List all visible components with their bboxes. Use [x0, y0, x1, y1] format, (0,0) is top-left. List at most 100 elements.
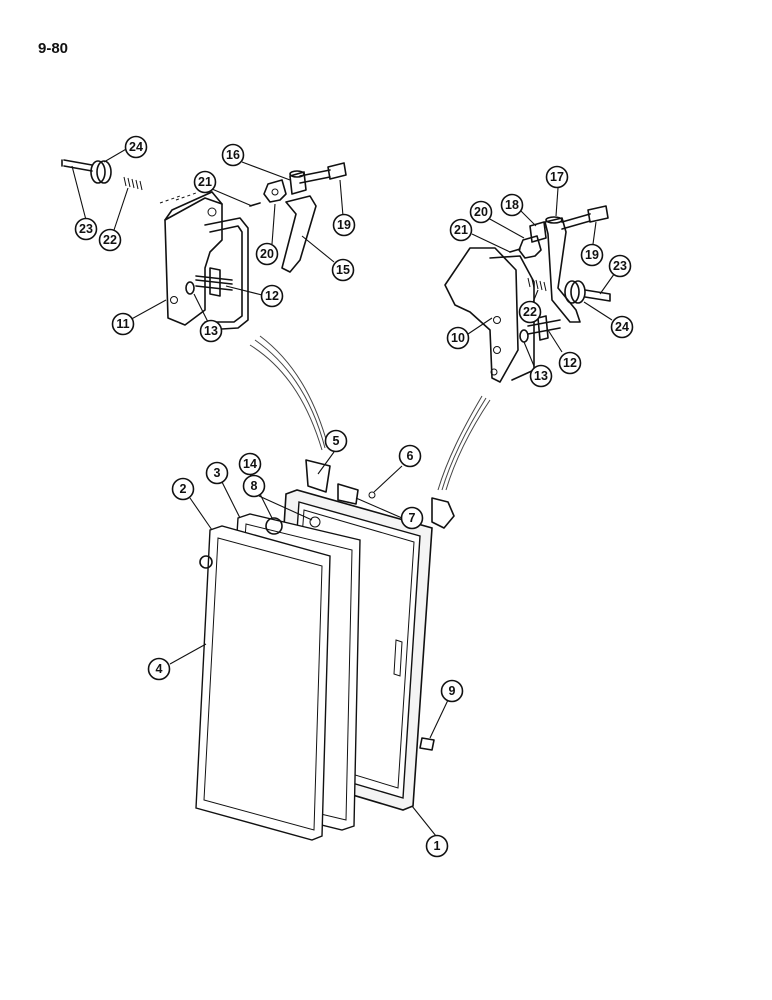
- callout-19-left: 19: [332, 213, 356, 237]
- left-washer-13: [185, 281, 195, 295]
- callout-23-left: 23: [74, 217, 98, 241]
- callout-label: 6: [407, 449, 414, 463]
- callout-label: 2: [180, 482, 187, 496]
- callout-label: 13: [534, 369, 548, 383]
- callout-label: 20: [260, 247, 274, 261]
- right-washer-13: [519, 329, 529, 343]
- callout-label: 19: [585, 248, 599, 262]
- callout-5: 5: [324, 429, 348, 453]
- callout-23-right: 23: [608, 254, 632, 278]
- left-bracket-plate: [164, 197, 223, 326]
- callout-label: 21: [198, 175, 212, 189]
- callout-label: 17: [550, 170, 564, 184]
- page-number: 9-80: [38, 40, 69, 57]
- hinge-7: [337, 483, 359, 505]
- left-bracket-hole-top: [207, 207, 217, 217]
- left-bracket-top: [164, 191, 223, 221]
- latch-hole: [199, 555, 213, 569]
- left-lever-15: [281, 195, 317, 273]
- callout-label: 10: [451, 331, 465, 345]
- left-block-20: [263, 179, 287, 203]
- right-lever-17: [544, 217, 581, 323]
- left-loop-rod-inner: [204, 225, 243, 323]
- callout-label: 4: [156, 662, 163, 676]
- callout-label: 23: [79, 222, 93, 236]
- left-spring-22: [123, 176, 143, 191]
- callout-18: 18: [500, 193, 524, 217]
- callout-1: 1: [425, 834, 449, 858]
- right-screw-19-head: [587, 205, 609, 223]
- callout-7: 7: [400, 506, 424, 530]
- callout-label: 9: [449, 684, 456, 698]
- left-screw-19-head: [327, 162, 347, 180]
- callout-label: 12: [563, 356, 577, 370]
- callout-label: 22: [103, 233, 117, 247]
- callout-14: 14: [238, 452, 262, 476]
- leader-lines: [71, 147, 618, 837]
- screw-6: [368, 491, 376, 499]
- left-handle-assembly: [61, 159, 347, 331]
- callout-label: 24: [129, 140, 143, 154]
- callout-label: 14: [243, 457, 257, 471]
- callout-label: 3: [214, 466, 221, 480]
- callout-4: 4: [147, 657, 171, 681]
- right-knob-24: [564, 280, 580, 304]
- callout-label: 11: [116, 317, 129, 331]
- callout-21-right: 21: [449, 218, 473, 242]
- left-bolt-head: [209, 267, 221, 297]
- callout-15: 15: [331, 258, 355, 282]
- right-pin-23: [584, 289, 611, 302]
- right-latch: [431, 497, 455, 529]
- callout-label: 23: [613, 259, 627, 273]
- latch-5: [305, 459, 331, 493]
- right-handle-assembly: [444, 205, 611, 383]
- right-block-20: [518, 235, 542, 259]
- callout-label: 18: [505, 198, 519, 212]
- clip-14: [265, 517, 283, 535]
- callout-11: 11: [111, 312, 135, 336]
- callout-21-left: 21: [193, 170, 217, 194]
- callout-3: 3: [205, 461, 229, 485]
- callout-12-right: 12: [558, 351, 582, 375]
- left-knob-24: [90, 160, 106, 184]
- left-bolt-shaft: [195, 275, 233, 291]
- callout-9: 9: [440, 679, 464, 703]
- callout-16: 16: [221, 143, 245, 167]
- callout-label: 22: [523, 305, 537, 319]
- swoosh-lines: [249, 335, 491, 491]
- callout-label: 7: [409, 511, 416, 525]
- right-sleeve-18: [529, 221, 547, 243]
- callout-22-left: 22: [98, 228, 122, 252]
- plug-9: [419, 737, 435, 751]
- callout-10: 10: [446, 326, 470, 350]
- callout-label: 5: [333, 434, 340, 448]
- callout-label: 8: [251, 479, 258, 493]
- right-pin-21: [509, 248, 521, 253]
- left-bolt-12: [195, 279, 233, 285]
- glass-panel-2: [195, 525, 331, 841]
- callout-label: 13: [204, 324, 218, 338]
- right-loop-rod: [489, 255, 535, 381]
- callout-label: 20: [474, 205, 488, 219]
- callout-label: 12: [265, 289, 279, 303]
- callout-label: 15: [336, 263, 350, 277]
- left-loop-rod: [204, 217, 249, 331]
- callout-6: 6: [398, 444, 422, 468]
- callout-label: 19: [337, 218, 351, 232]
- callout-13-right: 13: [529, 364, 553, 388]
- callout-8: 8: [242, 474, 266, 498]
- callout-12-left: 12: [260, 284, 284, 308]
- callout-24-right: 24: [610, 315, 634, 339]
- left-screw-19-shaft: [299, 169, 331, 184]
- callout-label: 1: [434, 839, 441, 853]
- callout-20-left: 20: [255, 242, 279, 266]
- callout-20-right: 20: [469, 200, 493, 224]
- right-bracket-plate-10: [444, 247, 519, 383]
- callout-13-left: 13: [199, 319, 223, 343]
- callout-label: 16: [226, 148, 240, 162]
- right-bolt-12: [527, 319, 561, 335]
- left-pin-23: [61, 159, 93, 172]
- left-sleeve-16: [289, 171, 307, 195]
- callout-label: 21: [454, 223, 468, 237]
